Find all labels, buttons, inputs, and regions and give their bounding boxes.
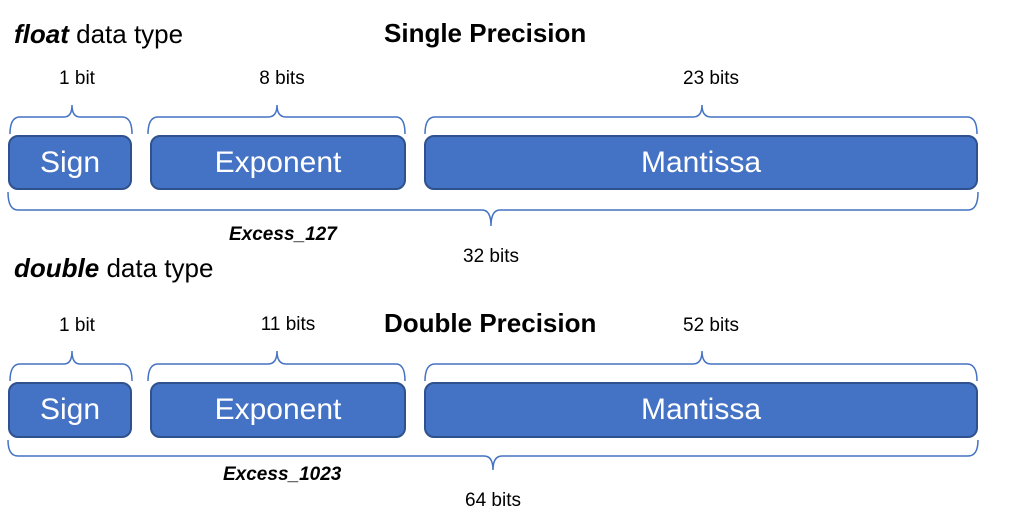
- total-bits-label-single: 32 bits: [463, 246, 519, 267]
- exponent-field-double: Exponent: [150, 382, 406, 438]
- mantissa-bits-label-single: 23 bits: [683, 68, 739, 89]
- float-type-heading: float data type: [14, 19, 183, 49]
- total-bits-brace-double: [7, 439, 979, 471]
- sign-bits-label-single: 1 bit: [59, 68, 95, 89]
- float-type-suffix: data type: [68, 19, 184, 49]
- sign-bit-brace-double: [9, 350, 133, 382]
- exponent-bits-label-double: 11 bits: [260, 314, 316, 335]
- double-type-heading: double data type: [14, 253, 213, 283]
- double-precision-title: Double Precision: [384, 308, 597, 338]
- excess-bias-single: Excess_127: [229, 224, 337, 245]
- single-precision-title: Single Precision: [384, 18, 587, 48]
- exponent-bits-label-single: 8 bits: [259, 68, 305, 89]
- float-keyword: float: [14, 19, 69, 49]
- sign-bit-brace-single: [9, 104, 133, 135]
- sign-field-single: Sign: [8, 135, 132, 190]
- double-keyword: double: [14, 253, 100, 283]
- mantissa-field-single: Mantissa: [424, 135, 978, 190]
- total-bits-brace-single: [7, 191, 979, 227]
- double-type-suffix: data type: [99, 253, 214, 283]
- mantissa-bit-brace-double: [424, 350, 978, 382]
- mantissa-field-double: Mantissa: [424, 382, 978, 438]
- exponent-bit-brace-double: [147, 350, 406, 382]
- exponent-bit-brace-single: [147, 104, 406, 135]
- mantissa-bit-brace-single: [424, 104, 978, 135]
- excess-bias-double: Excess_1023: [223, 464, 342, 485]
- sign-field-double: Sign: [8, 382, 132, 438]
- mantissa-bits-label-double: 52 bits: [683, 315, 739, 336]
- total-bits-label-double: 64 bits: [465, 490, 521, 511]
- sign-bits-label-double: 1 bit: [59, 315, 95, 336]
- exponent-field-single: Exponent: [150, 135, 406, 190]
